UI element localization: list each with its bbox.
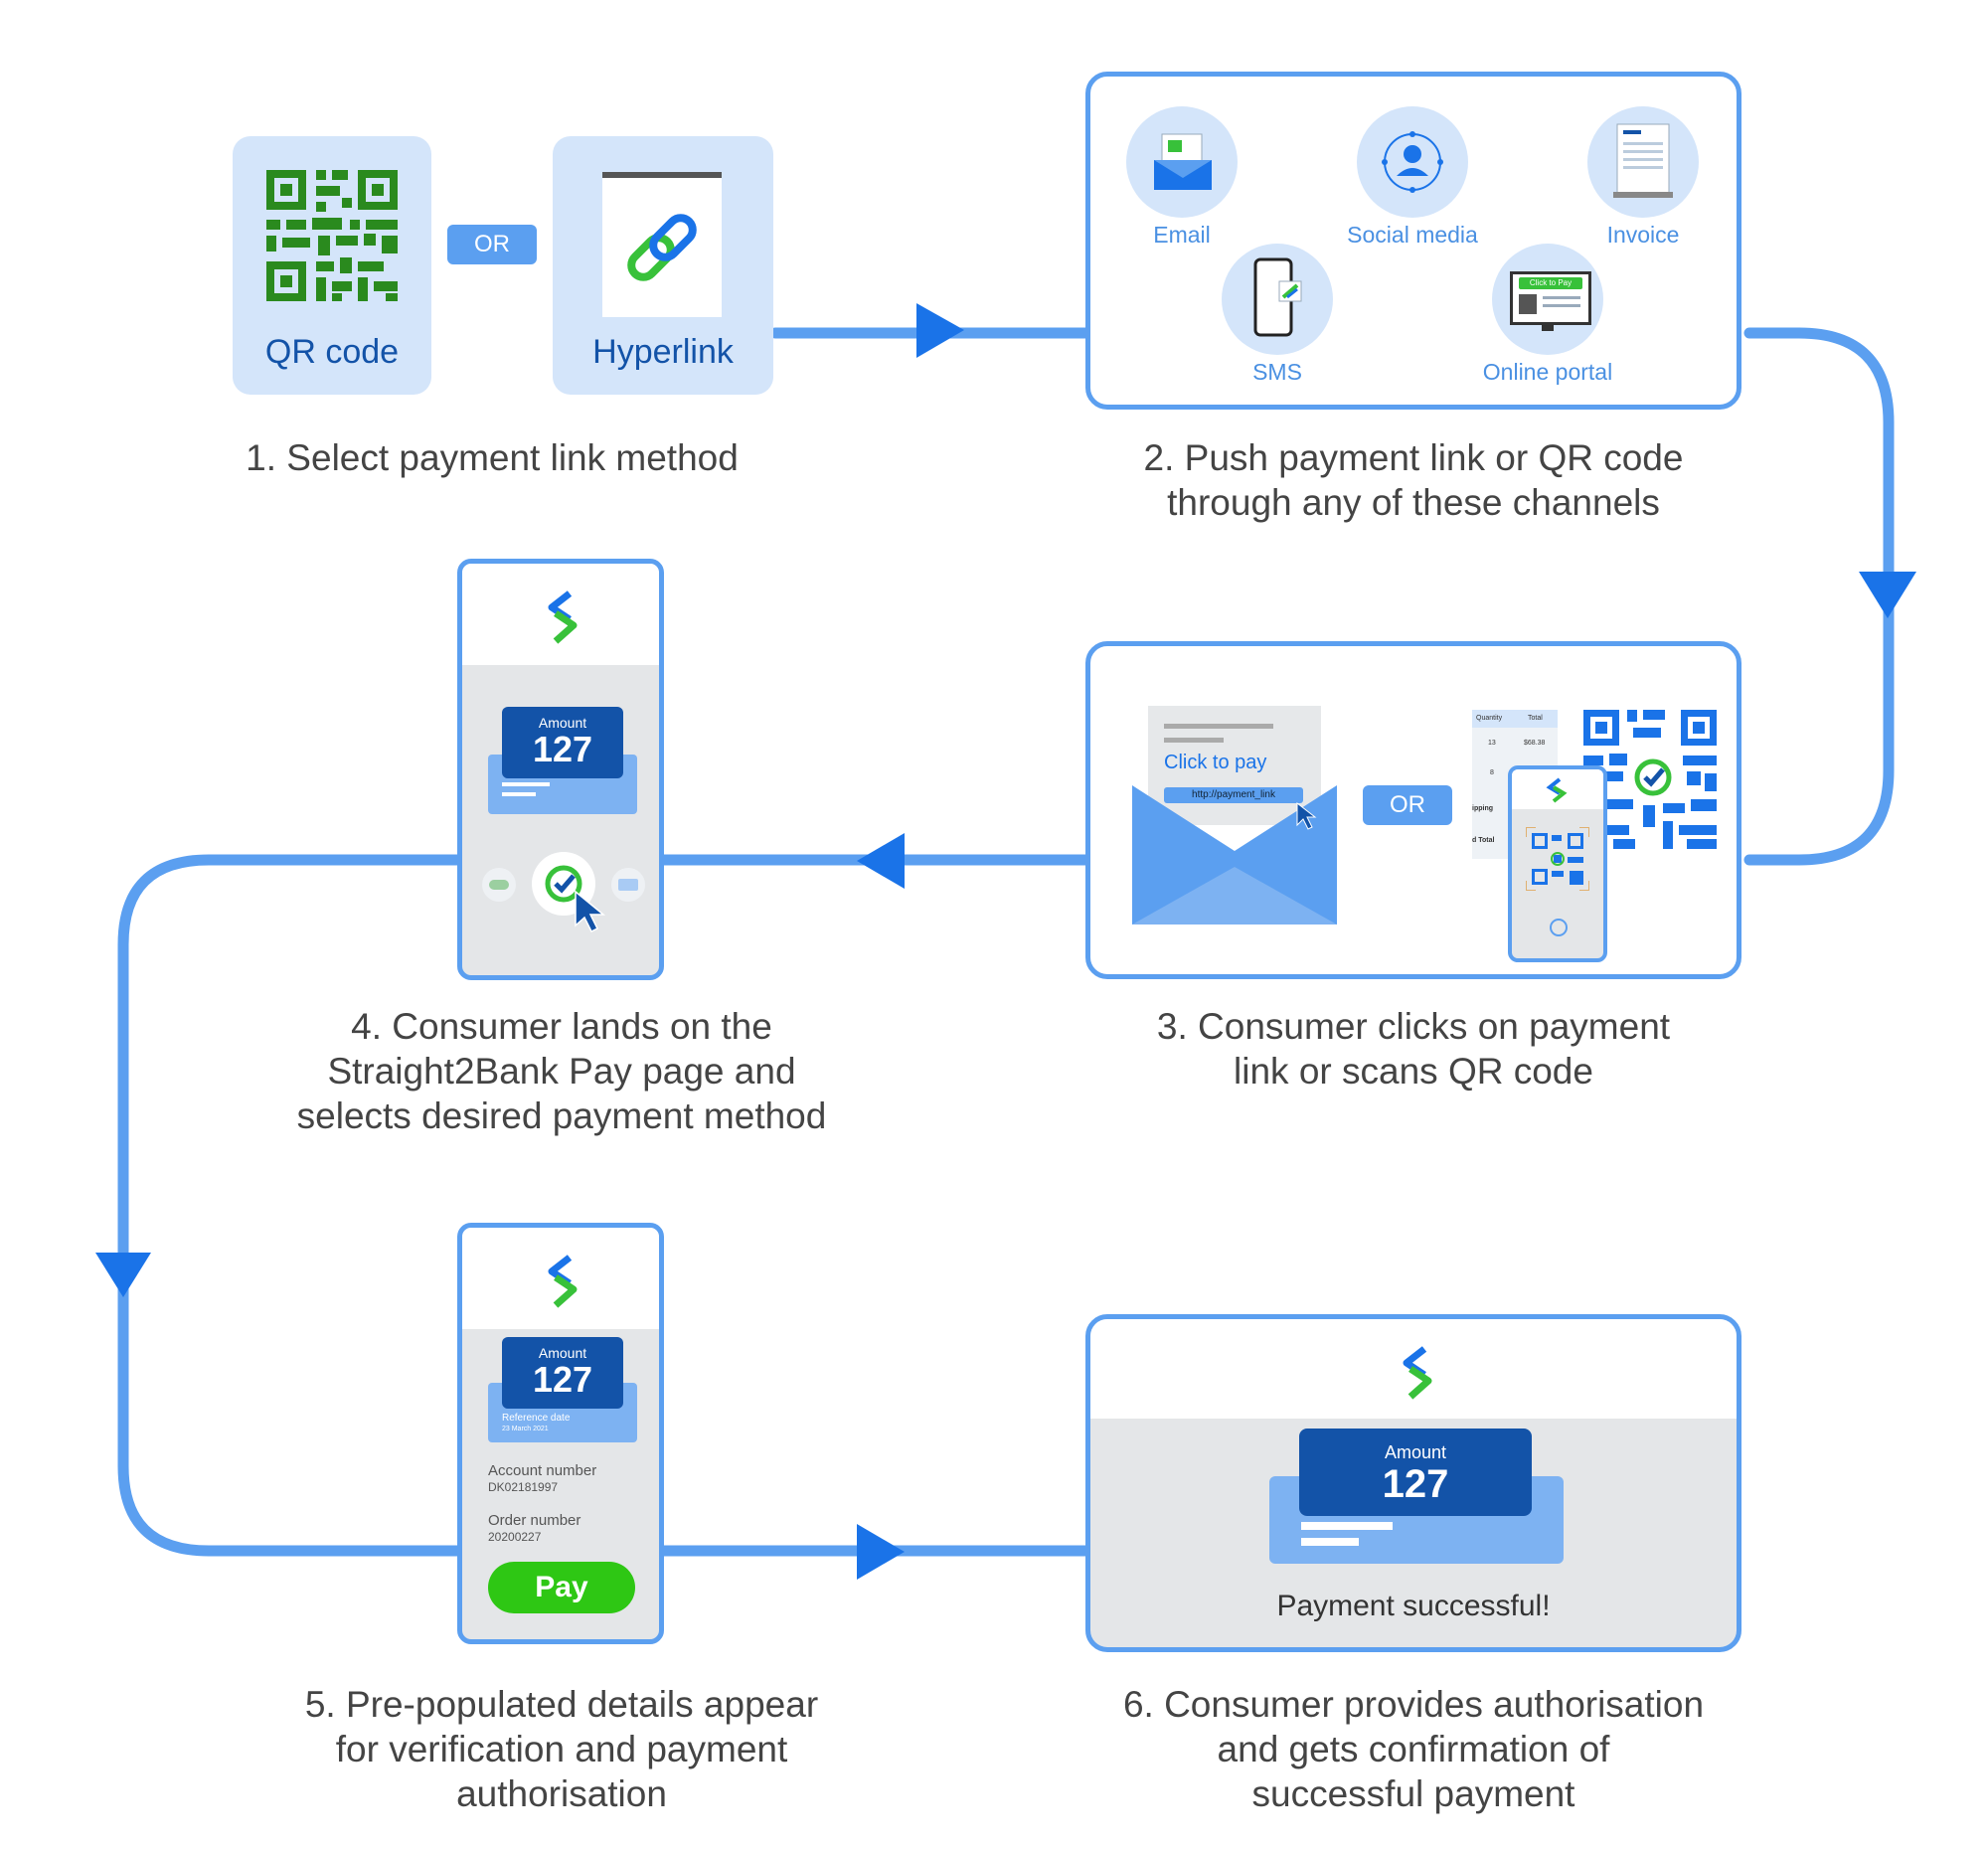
pay-button[interactable]: Pay	[488, 1562, 635, 1613]
step3-caption-line2: link or scans QR code	[1234, 1051, 1593, 1092]
invoice-qty-2: 8	[1490, 769, 1494, 776]
channels-panel: Email Social media Invoice SMS	[1085, 72, 1741, 410]
payment-link-button[interactable]: http://payment_link	[1164, 787, 1303, 803]
invoice-icon	[1613, 123, 1673, 198]
click-to-pay-button: Click to Pay	[1519, 277, 1582, 289]
account-number-label: Account number	[488, 1462, 597, 1479]
step5-caption-line3: authorisation	[456, 1773, 667, 1814]
social-media-icon	[1382, 131, 1443, 193]
reference-date-label: Reference date	[502, 1413, 571, 1424]
amount-value: 127	[532, 729, 593, 769]
payment-confirmation-panel: Amount 127 Payment successful!	[1085, 1314, 1741, 1652]
payment-success-message: Payment successful!	[1276, 1590, 1551, 1622]
step5-caption-line1: 5. Pre-populated details appear	[304, 1684, 819, 1725]
step4-caption-line1: 4. Consumer lands on the	[351, 1006, 772, 1047]
step6-caption-line1: 6. Consumer provides authorisation	[1122, 1684, 1705, 1725]
phone-brand-logo	[1546, 777, 1568, 803]
hyperlink-label: Hyperlink	[592, 333, 734, 371]
email-letter: Click to pay http://payment_link	[1148, 706, 1321, 825]
payment-method-card[interactable]	[611, 868, 645, 902]
bank-logo-icon	[1403, 1346, 1432, 1400]
cursor-icon	[1296, 801, 1317, 830]
amount-card: Amount 127	[1299, 1429, 1532, 1516]
online-portal-label: Online portal	[1482, 359, 1613, 385]
amount-value: 127	[532, 1359, 593, 1400]
step1-caption: 1. Select payment link method	[246, 437, 739, 478]
invoice-label: Invoice	[1606, 222, 1680, 248]
order-number-value: 20200227	[488, 1530, 542, 1544]
invoice-side-total: d Total	[1472, 837, 1495, 844]
email-channel[interactable]	[1126, 106, 1238, 218]
chain-link-icon	[627, 214, 697, 281]
email-envelope: Click to pay http://payment_link	[1132, 706, 1337, 925]
arrow-right-5	[857, 1524, 905, 1580]
social-media-channel[interactable]	[1357, 106, 1468, 218]
bank-logo-icon	[548, 590, 578, 644]
account-number-value: DK02181997	[488, 1480, 559, 1494]
browser-window-icon	[602, 172, 722, 317]
qr-code-icon	[266, 170, 398, 301]
order-number-label: Order number	[488, 1512, 581, 1529]
bank-logo-icon	[548, 1255, 578, 1308]
scanning-phone	[1508, 765, 1607, 962]
step6-caption-line3: successful payment	[1251, 1773, 1575, 1814]
qr-code-label: QR code	[264, 333, 400, 371]
or-separator-step1: OR	[447, 225, 537, 264]
connector-4-to-5	[117, 854, 463, 1557]
or-separator-step3: OR	[1363, 785, 1452, 825]
invoice-total-1: $68.38	[1524, 740, 1546, 747]
envelope-icon	[1132, 785, 1337, 925]
invoice-header-total: Total	[1528, 715, 1543, 722]
payment-method-wallet[interactable]	[482, 868, 516, 902]
large-qr-code	[1583, 710, 1717, 849]
sms-channel[interactable]	[1222, 244, 1333, 355]
phone-scan-frame	[1526, 827, 1589, 891]
step4-caption-line3: selects desired payment method	[296, 1095, 827, 1136]
email-label: Email	[1153, 222, 1211, 248]
step3-caption-line1: 3. Consumer clicks on payment	[1156, 1006, 1671, 1047]
connector-2-to-3	[1743, 327, 1895, 866]
invoice-qty-1: 13	[1488, 740, 1496, 747]
sms-label: SMS	[1252, 359, 1302, 385]
invoice-header-quantity: Quantity	[1476, 715, 1503, 722]
consumer-click-panel: Click to pay http://payment_link OR Quan…	[1085, 641, 1741, 979]
amount-card: Amount 127	[502, 707, 623, 778]
amount-card: Amount 127	[502, 1337, 623, 1409]
step4-caption-line2: Straight2Bank Pay page and	[327, 1051, 796, 1092]
sms-phone-icon	[1253, 257, 1302, 337]
email-icon	[1154, 133, 1212, 190]
phone-search-icon	[1550, 919, 1568, 936]
straight2bank-pay-page: Amount 127	[457, 559, 664, 980]
amount-label: Amount	[538, 715, 587, 731]
hyperlink-card[interactable]: Hyperlink	[553, 136, 773, 395]
reference-date-value: 23 March 2021	[502, 1426, 549, 1432]
check-circle-icon	[545, 865, 582, 903]
qr-code-card[interactable]: QR code	[233, 136, 431, 395]
amount-label: Amount	[1384, 1442, 1447, 1462]
invoice-side-shipping: ipping	[1472, 805, 1493, 812]
step6-caption-line2: and gets confirmation of	[1217, 1729, 1610, 1769]
arrow-left-3	[857, 833, 905, 889]
verification-page: Reference date 23 March 2021 Amount 127 …	[457, 1223, 664, 1644]
arrow-right-1	[916, 303, 964, 358]
invoice-channel[interactable]	[1587, 106, 1699, 218]
step2-caption-line1: 2. Push payment link or QR code	[1143, 437, 1684, 478]
cursor-icon	[575, 890, 606, 933]
monitor-icon: Click to Pay	[1510, 271, 1591, 325]
step2-caption-line2: through any of these channels	[1167, 482, 1660, 523]
online-portal-channel[interactable]: Click to Pay	[1492, 244, 1603, 355]
step5-caption-line2: for verification and payment	[335, 1729, 788, 1769]
arrow-down-4	[95, 1253, 151, 1297]
social-media-label: Social media	[1347, 222, 1478, 248]
click-to-pay-text: Click to pay	[1164, 752, 1267, 773]
amount-label: Amount	[538, 1345, 587, 1361]
arrow-down-2	[1859, 572, 1916, 618]
amount-value: 127	[1382, 1462, 1449, 1506]
